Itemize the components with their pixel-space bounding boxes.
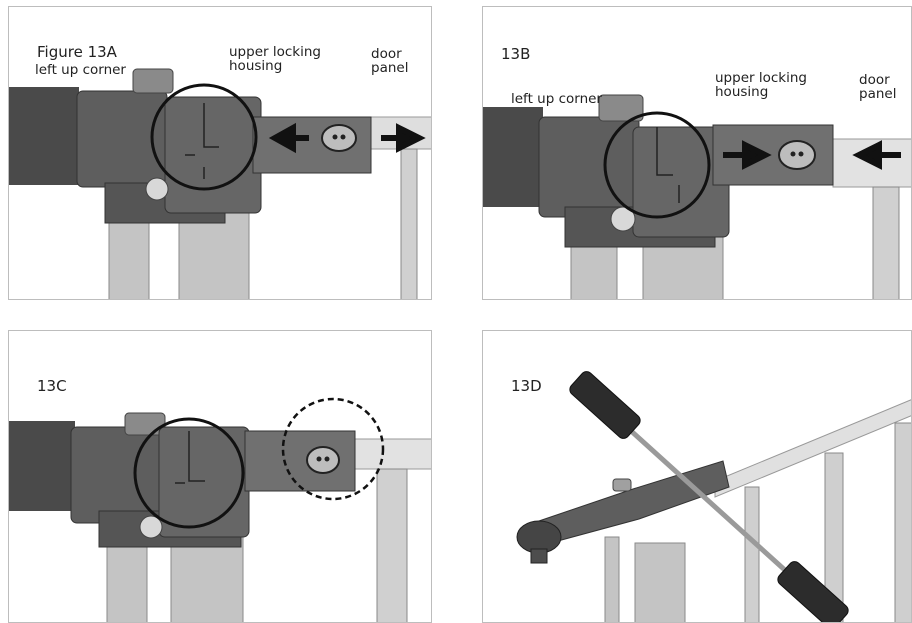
wrench-handle-icon xyxy=(569,371,641,439)
door-panel-upright xyxy=(400,148,418,299)
left-rail xyxy=(9,421,75,511)
figure-13b-panel: 13B left up corner upper locking housing… xyxy=(482,6,912,300)
highlight-dashed-circle xyxy=(281,397,385,501)
left-up-corner-housing xyxy=(516,520,562,554)
bolt xyxy=(139,515,163,539)
arrow-right-icon xyxy=(723,140,772,170)
figure-label: 13D xyxy=(511,377,542,395)
label-left-up-corner: left up corner xyxy=(35,62,126,78)
alignment-circle xyxy=(150,83,258,191)
arrow-left-icon xyxy=(852,140,901,170)
door-panel-upright xyxy=(824,452,844,622)
top-knob xyxy=(612,478,632,492)
wrench-shaft xyxy=(607,409,799,583)
label-door-panel: door panel xyxy=(859,72,897,103)
top-knob xyxy=(598,94,644,122)
lock-knob-icon xyxy=(306,446,340,474)
lock-knob-icon xyxy=(778,140,816,170)
figure-13c-panel: 13C xyxy=(8,330,432,623)
figure-13d-panel: 13D xyxy=(482,330,912,623)
label-door-panel: door panel xyxy=(371,46,409,77)
upper-locking-housing xyxy=(164,96,262,214)
left-rail xyxy=(483,107,543,207)
figure-13d-illustration xyxy=(516,371,911,622)
figure-label: Figure 13A xyxy=(37,43,117,61)
gate-tube xyxy=(604,536,620,622)
alignment-circle xyxy=(603,111,711,219)
door-panel-upright xyxy=(744,486,760,622)
figure-13c-illustration xyxy=(9,397,431,622)
door-panel-upright xyxy=(872,186,900,299)
alignment-circle xyxy=(133,417,245,529)
label-upper-locking: upper locking housing xyxy=(715,70,807,101)
arrow-right-icon xyxy=(381,123,426,153)
wrench-handle-icon xyxy=(777,561,849,622)
figure-label: 13B xyxy=(501,45,531,63)
gate-tube xyxy=(634,542,686,622)
bolt xyxy=(610,206,636,232)
door-panel-upright xyxy=(894,422,911,622)
bolt xyxy=(145,177,169,201)
door-panel-bar xyxy=(352,438,431,470)
arrow-left-icon xyxy=(268,122,309,154)
upper-locking-housing xyxy=(532,460,730,546)
label-upper-locking: upper locking housing xyxy=(229,44,321,75)
figure-13a-illustration xyxy=(9,68,431,299)
top-knob xyxy=(132,68,174,94)
left-rail xyxy=(9,87,79,185)
label-left-up-corner: left up corner xyxy=(511,91,602,107)
lock-knob-icon xyxy=(321,124,357,152)
figure-label: 13C xyxy=(37,377,67,395)
door-panel-rail xyxy=(714,399,911,498)
door-panel-upright xyxy=(376,468,408,622)
figure-13a-panel: Figure 13A left up corner upper locking … xyxy=(8,6,432,300)
figure-13b-illustration xyxy=(483,94,911,299)
left-up-corner-housing xyxy=(538,116,640,218)
